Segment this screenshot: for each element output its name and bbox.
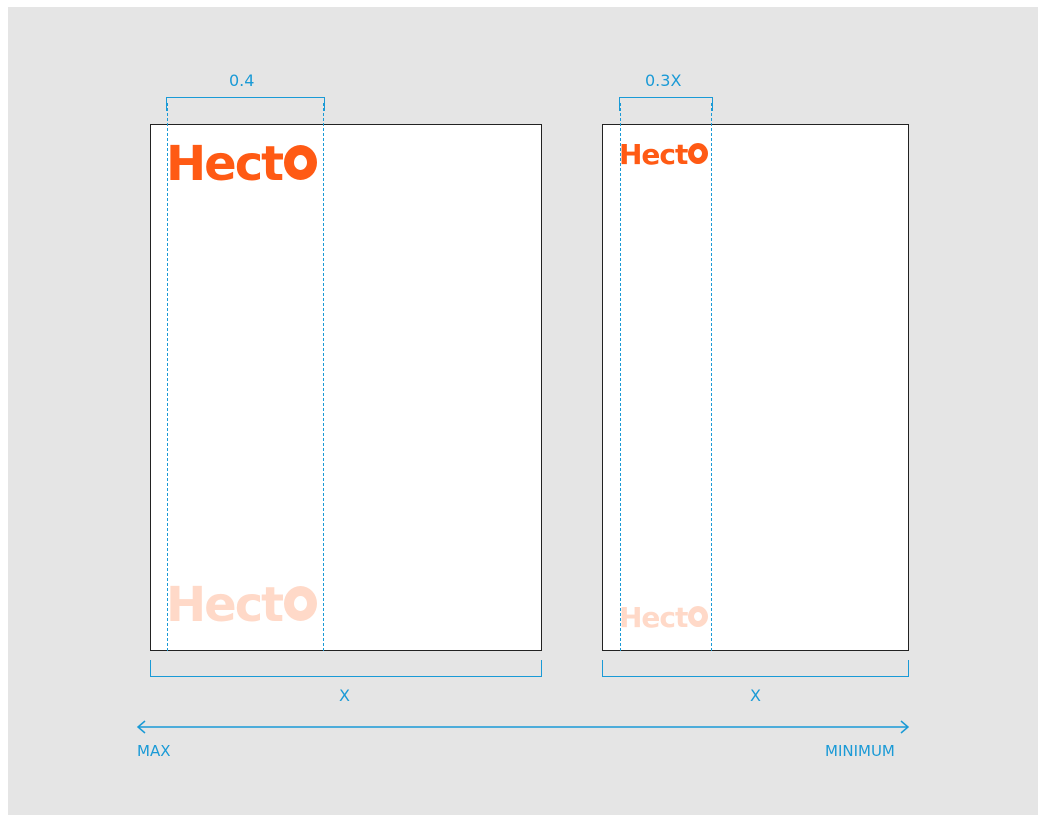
right-logo-faded-text: Hect — [619, 601, 688, 634]
right-ratio-bracket — [619, 97, 713, 111]
left-logo-faded: Hect — [166, 581, 318, 629]
left-guide-line-end — [323, 103, 324, 651]
left-width-bracket — [150, 660, 542, 677]
left-logo-primary: Hect — [166, 140, 318, 188]
left-ratio-label: 0.4 — [229, 71, 255, 90]
left-logo-faded-text: Hect — [166, 577, 284, 633]
scale-minimum-label: MINIMUM — [825, 742, 895, 760]
left-width-label: X — [339, 686, 350, 705]
right-logo-faded: Hect — [619, 601, 709, 634]
logo-o-mark — [688, 606, 709, 627]
left-logo-primary-text: Hect — [166, 136, 284, 192]
scale-max-label: MAX — [137, 742, 171, 760]
right-ratio-label: 0.3X — [645, 71, 682, 90]
right-guide-line-start — [620, 103, 621, 651]
diagram-canvas: 0.4 Hect Hect X 0.3X Hect Hect X MAX MIN… — [8, 7, 1038, 815]
left-panel — [150, 124, 542, 651]
right-width-label: X — [750, 686, 761, 705]
scale-double-arrow — [136, 720, 910, 734]
right-guide-line-end — [711, 103, 712, 651]
right-panel — [602, 124, 909, 651]
logo-o-mark — [284, 586, 318, 621]
right-logo-primary-text: Hect — [619, 138, 688, 171]
right-logo-primary: Hect — [619, 138, 709, 171]
right-width-bracket — [602, 660, 909, 677]
left-guide-line-start — [167, 103, 168, 651]
left-ratio-bracket — [166, 97, 325, 111]
logo-o-mark — [688, 143, 709, 164]
logo-o-mark — [284, 145, 318, 180]
